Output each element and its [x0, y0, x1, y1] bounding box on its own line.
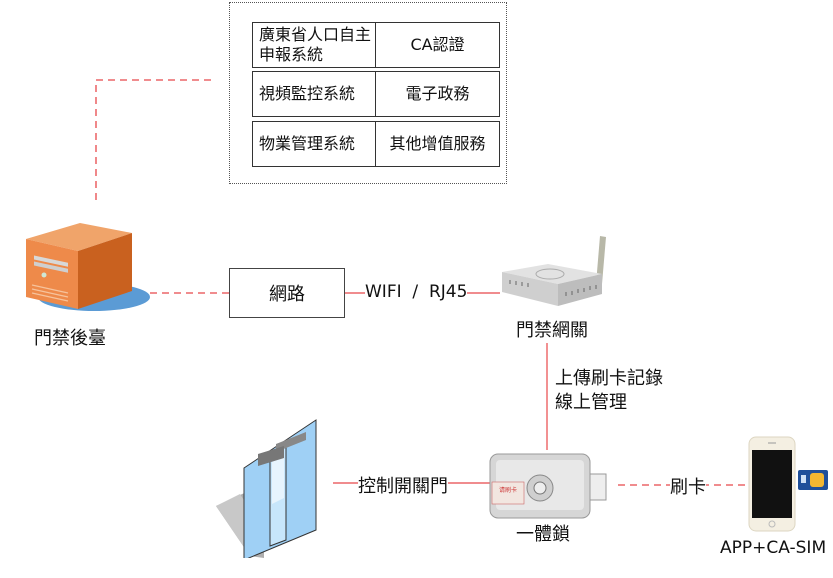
service-name: 電子政務: [405, 84, 470, 103]
gateway-label: 門禁網關: [516, 316, 588, 342]
edge-label-swipe-card: 刷卡: [670, 473, 706, 499]
edge-server-services: [95, 79, 215, 200]
server-icon: [22, 215, 152, 315]
service-name: 視頻監控系統: [253, 72, 376, 116]
edge-label-control-door: 控制開關門: [358, 472, 448, 498]
services-group: [229, 2, 507, 184]
service-name: 物業管理系統: [253, 122, 376, 166]
sim-card-icon: [798, 470, 828, 490]
service-row: 廣東省人口自主申報系統 CA認證: [252, 22, 500, 68]
service-name: 其他增值服務: [389, 134, 486, 153]
network-node: 網路: [229, 268, 345, 318]
service-name: 廣東省人口自主申報系統: [253, 23, 376, 67]
phone-label: APP+CA-SIM: [720, 538, 827, 558]
service-row: 視頻監控系統 電子政務: [252, 71, 500, 117]
smartphone-icon: [748, 436, 796, 532]
lock-label: 一體鎖: [516, 524, 570, 545]
glass-door-icon: [214, 418, 324, 561]
edge-label-wifi-rj45: WIFI / RJ45: [365, 282, 468, 302]
service-name: CA認證: [410, 35, 465, 54]
door-lock-icon: 请刷卡: [488, 450, 610, 522]
router-icon: [498, 234, 616, 314]
server-label: 門禁後臺: [34, 324, 106, 350]
edge-label-online-management: 線上管理: [555, 388, 627, 414]
service-row: 物業管理系統 其他增值服務: [252, 121, 500, 167]
svg-text:请刷卡: 请刷卡: [499, 486, 517, 494]
edge-label-upload-records: 上傳刷卡記錄: [555, 364, 663, 390]
